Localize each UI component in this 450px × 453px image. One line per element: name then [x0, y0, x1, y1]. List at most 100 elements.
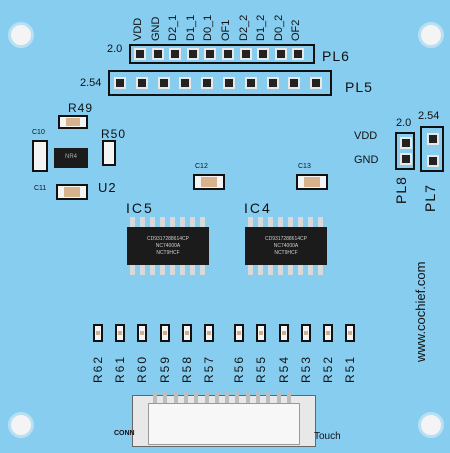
ic4-pin-top-6 — [308, 217, 313, 227]
ic5-pin-top-0 — [130, 217, 135, 227]
resistor-r61 — [115, 324, 126, 342]
pl6-header — [129, 44, 315, 64]
resistor-label-r51: R51 — [343, 354, 358, 383]
mounting-hole-top-right — [418, 22, 444, 48]
resistor-r58 — [181, 324, 192, 342]
r50-component — [102, 140, 116, 166]
website-label: www.cochief.com — [413, 261, 428, 362]
pl5-pin-1 — [135, 77, 148, 89]
u2-marking: NR4 — [64, 154, 77, 160]
pl5-pin-7 — [266, 77, 279, 89]
pl5-pin-2 — [157, 77, 170, 89]
ic5-marking-2: NC74000A — [155, 243, 181, 249]
pl8-pitch-label: 2.0 — [396, 117, 412, 129]
ffc-pin-5 — [204, 391, 209, 403]
ffc-pin-9 — [245, 391, 250, 403]
pl8-pin-2 — [400, 153, 412, 165]
resistor-r55 — [256, 324, 267, 342]
pl5-pitch-label: 2.54 — [80, 77, 102, 89]
pl5-pin-8 — [288, 77, 301, 89]
ffc-connector-body — [148, 403, 300, 445]
resistor-r53 — [300, 324, 311, 342]
pl7-pin-1 — [427, 133, 439, 145]
c11-label: C11 — [34, 185, 47, 192]
pl5-pin-4 — [201, 77, 214, 89]
resistor-label-r59: R59 — [157, 354, 172, 383]
pl6-pin-label-1: GND — [149, 16, 162, 41]
pl6-pin-0 — [134, 48, 146, 60]
connector-right-label: Touch — [314, 431, 341, 442]
r49-label: R49 — [68, 101, 94, 115]
ffc-pin-2 — [173, 391, 178, 403]
mounting-hole-bottom-left — [8, 412, 34, 438]
ic5-pin-top-2 — [150, 217, 155, 227]
pl6-pin-label-0: VDD — [132, 17, 144, 41]
pl6-name: PL6 — [322, 48, 350, 64]
pl6-pin-label-2: D2_1 — [167, 14, 180, 41]
r49-component — [58, 115, 88, 129]
resistor-label-r58: R58 — [179, 354, 194, 383]
pl5-pin-5 — [223, 77, 235, 89]
ic5-pin-top-1 — [140, 217, 145, 227]
u2-chip: NR4 — [54, 148, 88, 168]
ic4-pin-top-5 — [298, 217, 303, 227]
pl6-pin-9 — [292, 48, 305, 60]
pl5-header — [108, 70, 332, 96]
pl7-name: PL7 — [422, 184, 438, 212]
resistor-label-r60: R60 — [135, 354, 150, 383]
gnd-label: GND — [354, 154, 379, 166]
pl6-pin-5 — [222, 48, 234, 60]
pl6-pitch-label: 2.0 — [107, 43, 123, 55]
c10-label: C10 — [32, 129, 45, 136]
pl6-pin-label-3: D1_1 — [184, 14, 197, 41]
ic4-pin-bottom-3 — [278, 265, 283, 275]
ic5-pin-bottom-7 — [200, 265, 205, 275]
ic5-pin-top-5 — [180, 217, 185, 227]
ic5-pin-bottom-5 — [180, 265, 185, 275]
pl6-pin-label-7: D1_2 — [255, 14, 268, 41]
ffc-pin-8 — [235, 391, 240, 403]
c12-label: C12 — [195, 163, 208, 170]
pl6-pin-label-9: OF2 — [290, 19, 303, 41]
ffc-pin-3 — [183, 391, 188, 403]
resistor-r56 — [234, 324, 245, 342]
resistor-r60 — [137, 324, 148, 342]
ic4-pin-top-7 — [318, 217, 323, 227]
ic5-pin-bottom-1 — [140, 265, 145, 275]
ic4-pin-bottom-0 — [248, 265, 253, 275]
ffc-pin-6 — [214, 391, 219, 403]
c11-component — [56, 184, 88, 200]
c13-label: C13 — [298, 163, 311, 170]
ic5-pin-top-4 — [170, 217, 175, 227]
pl5-name: PL5 — [345, 79, 373, 95]
ffc-pin-7 — [225, 391, 230, 403]
vdd-label: VDD — [354, 130, 378, 142]
ic4-label: IC4 — [244, 200, 272, 216]
resistor-r51 — [345, 324, 356, 342]
pl6-pin-2 — [169, 48, 182, 60]
ic4-pin-top-3 — [278, 217, 283, 227]
resistor-label-r61: R61 — [113, 354, 128, 383]
connector-left-label: CONN — [114, 430, 135, 437]
ffc-pin-10 — [256, 391, 260, 403]
pl6-pin-label-4: D0_1 — [202, 14, 215, 41]
pl7-pin-2 — [427, 155, 439, 167]
pl5-pin-0 — [114, 77, 126, 89]
ic4-marking-3: NCT9HCF — [274, 250, 298, 256]
ic5-pin-bottom-2 — [150, 265, 155, 275]
pl6-pin-1 — [151, 48, 164, 60]
r50-label: R50 — [101, 127, 127, 141]
resistor-label-r56: R56 — [232, 354, 247, 383]
ic4-pin-top-2 — [268, 217, 273, 227]
pl8-name: PL8 — [393, 176, 409, 204]
ic5-marking-3: NCT9HCF — [156, 250, 180, 256]
pl6-pin-label-5: OF1 — [220, 19, 232, 41]
ffc-pin-4 — [194, 391, 199, 403]
ic4-chip: CD9317288614CP NC74000A NCT9HCF — [245, 227, 327, 265]
pl5-pin-6 — [244, 77, 257, 89]
ffc-pin-11 — [266, 391, 271, 403]
ic4-pin-bottom-5 — [298, 265, 303, 275]
mounting-hole-bottom-right — [418, 412, 444, 438]
pl7-header — [420, 126, 444, 172]
